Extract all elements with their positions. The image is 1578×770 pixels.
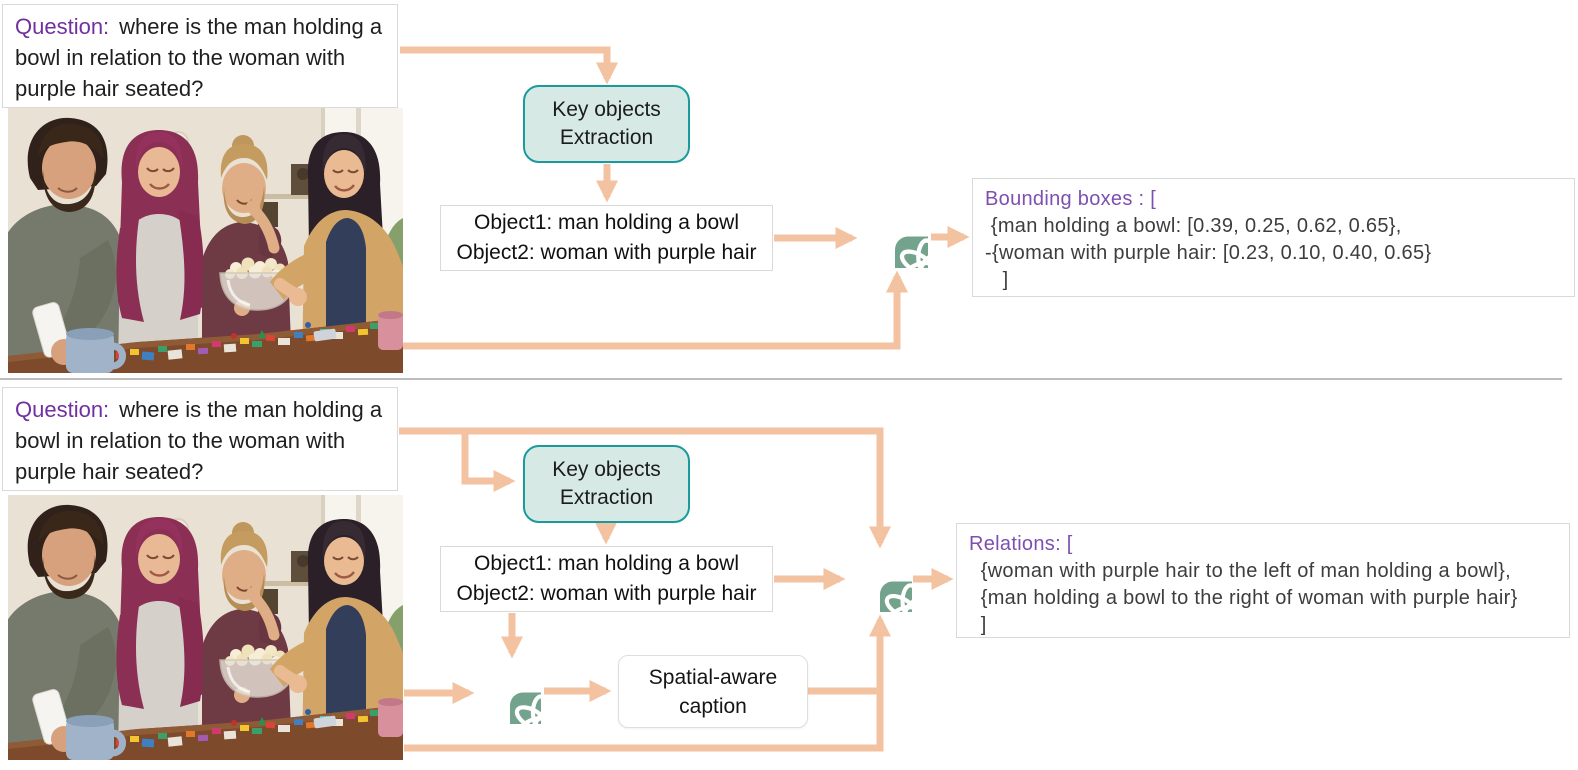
object2-text: Object2: woman with purple hair xyxy=(456,241,757,264)
arrow-question-to-key-objects-top xyxy=(400,46,618,85)
scene-photo xyxy=(8,495,403,760)
object1-text: Object1: man holding a bowl xyxy=(474,211,739,234)
question-box: Question:where is the man holding a bowl… xyxy=(2,4,398,108)
extracted-objects-box: Object1: man holding a bowl Object2: wom… xyxy=(440,546,773,612)
question-text: where is the man holding a bowl in relat… xyxy=(15,397,383,484)
caption-gpt-icon xyxy=(479,661,541,724)
bounding-boxes-line: ] xyxy=(985,269,1009,291)
relations-line: {woman with purple hair to the left of m… xyxy=(969,560,1511,582)
bounding-boxes-header: Bounding boxes : [ xyxy=(985,188,1157,210)
extracted-objects-box: Object1: man holding a bowl Object2: wom… xyxy=(440,205,773,271)
relations-header: Relations: [ xyxy=(969,533,1073,555)
object2-text: Object2: woman with purple hair xyxy=(456,582,757,605)
arrow-image-to-gpt-top xyxy=(403,270,908,350)
bounding-boxes-line: {man holding a bowl: [0.39, 0.25, 0.62, … xyxy=(985,215,1402,237)
bounding-boxes-line: -{woman with purple hair: [0.23, 0.10, 0… xyxy=(985,242,1432,264)
scene-photo xyxy=(8,108,403,373)
relations-output: Relations: [ {woman with purple hair to … xyxy=(956,523,1570,638)
key-objects-line2: Extraction xyxy=(559,126,654,149)
question-box: Question:where is the man holding a bowl… xyxy=(2,387,398,491)
spatial-caption-line1: Spatial-aware xyxy=(648,665,778,689)
key-objects-extraction-box: Key objects Extraction xyxy=(523,85,690,163)
object1-text: Object1: man holding a bowl xyxy=(474,552,739,575)
key-objects-line1: Key objects xyxy=(552,458,661,481)
gpt-icon xyxy=(848,551,912,612)
key-objects-line2: Extraction xyxy=(559,486,654,509)
spatial-caption-line2: caption xyxy=(679,694,747,718)
arrow-question-to-gpt-bottom xyxy=(399,427,891,549)
question-label: Question: xyxy=(15,397,110,422)
bounding-boxes-output: Bounding boxes : [ {man holding a bowl: … xyxy=(972,178,1575,297)
key-objects-line1: Key objects xyxy=(552,98,661,121)
arrow-question-to-key-objects-bottom xyxy=(461,428,516,492)
relations-line: {man holding a bowl to the right of woma… xyxy=(969,587,1518,609)
spatial-aware-caption-box: Spatial-aware caption xyxy=(618,655,808,728)
key-objects-extraction-box: Key objects Extraction xyxy=(523,445,690,523)
gpt-icon xyxy=(862,205,928,268)
arrow-image-to-gpt-bottom xyxy=(404,614,891,752)
question-text: where is the man holding a bowl in relat… xyxy=(15,14,383,101)
question-label: Question: xyxy=(15,14,110,39)
relations-line: ] xyxy=(969,614,987,636)
panel-separator xyxy=(0,378,1562,380)
